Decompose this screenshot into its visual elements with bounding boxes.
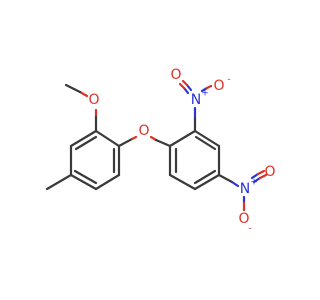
bond-right-ether-c (154, 138, 172, 148)
nitro2-nitrogen-charge: + (250, 178, 258, 188)
bond-n2-o-double-b-n (250, 172, 260, 180)
nitro-group-2 (217, 169, 268, 212)
structure-svg: O O N + O O - N + O O - (45, 67, 276, 234)
bond-r5-r6 (168, 173, 197, 191)
bond-r4-n2-n (230, 180, 240, 188)
bond-n1-o-single-o (205, 84, 213, 90)
bond-r1-r2 (168, 129, 197, 148)
left-ring (45, 83, 121, 191)
bond-methoxy-o-ch3-c (64, 83, 82, 94)
bond-r2-r3-inner (194, 135, 217, 151)
bond-r4-n2-c (217, 173, 234, 184)
methoxy-oxygen-label: O (88, 92, 99, 108)
bond-c4-c5 (69, 173, 98, 191)
bond-left-ether-c (117, 137, 134, 148)
bond-c4-c5-inner (73, 169, 98, 185)
molecule-diagram: O O N + O O - N + O O - (45, 67, 276, 234)
nitro1-nitrogen-charge: + (201, 89, 209, 99)
right-ring (168, 129, 221, 191)
nitro1-oxygen-single-label: O (213, 78, 224, 94)
bond-r2-r3 (193, 129, 221, 148)
bond-c3-c4 (94, 173, 121, 191)
bond-r4-r5 (193, 173, 221, 191)
nitro2-oxygen-charge: - (248, 224, 251, 234)
nitro1-nitrogen-label: N (191, 92, 201, 108)
bond-n2-o-double-b-o (256, 169, 266, 176)
nitro1-oxygen-charge: - (227, 75, 230, 85)
ether-linkage (117, 135, 172, 148)
bond-n2-o-double-a-n (252, 176, 262, 184)
nitro2-oxygen-double-label: O (264, 164, 275, 180)
bond-methyl (45, 173, 73, 191)
bond-n2-o-double-a-o (258, 173, 268, 180)
nitro2-nitrogen-label: N (240, 181, 250, 197)
bond-n1-o-double-b-o (181, 79, 189, 87)
bond-c1-c2 (94, 129, 121, 148)
ether-oxygen-label: O (138, 123, 149, 139)
nitro-group-1 (178, 79, 213, 133)
bond-left-ether-o (130, 135, 138, 141)
nitro2-oxygen-single-label: O (238, 211, 249, 227)
bond-c6-c1-inner (74, 135, 98, 151)
bond-c6-c1 (69, 129, 98, 148)
bond-r4-r5-inner (193, 169, 217, 185)
bond-n1-o-double-a-o (178, 82, 186, 90)
bond-methoxy-o-ch3-o (78, 90, 89, 98)
nitro1-oxygen-double-label: O (170, 67, 181, 83)
